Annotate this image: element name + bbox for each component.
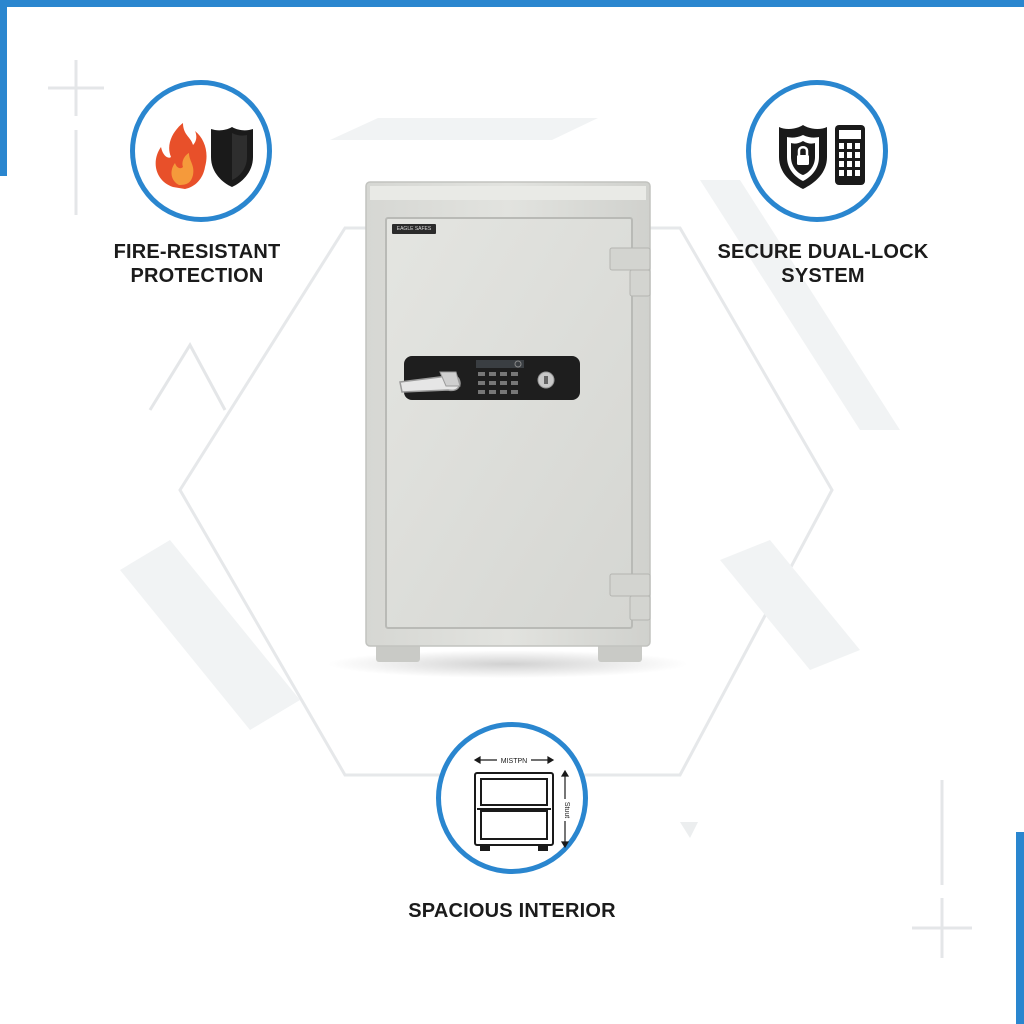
safe-hinge — [609, 573, 651, 597]
width-dimension-label: MISTPN — [501, 758, 527, 765]
safe-hinge — [629, 269, 651, 297]
background-shape — [720, 540, 860, 670]
height-dimension-label: Stuut — [563, 802, 570, 818]
spacious-interior-badge: MISTPN Stuut — [436, 722, 588, 874]
background-shape — [330, 118, 598, 140]
shield-lock-icon — [779, 125, 827, 189]
background-shape — [680, 822, 698, 838]
shield-icon — [211, 127, 253, 187]
spacious-interior-caption: SPACIOUS INTERIOR — [408, 900, 616, 922]
brand-plate: EAGLE SAFES — [392, 224, 436, 234]
flame-icon — [155, 123, 207, 189]
dual-lock-caption: SECURE DUAL-LOCK SYSTEM — [717, 241, 929, 287]
safe-top-edge — [370, 186, 646, 200]
background-shape — [700, 180, 900, 430]
background-hexagon — [178, 226, 834, 777]
fingerprint-sensor — [514, 360, 522, 368]
safe-door — [385, 217, 633, 629]
safe-hinge — [629, 595, 651, 621]
safe-foot — [376, 642, 420, 662]
dual-lock-badge — [746, 80, 888, 222]
fire-resistant-badge — [130, 80, 272, 222]
background-shape — [120, 540, 300, 730]
frame-top-accent — [0, 0, 1024, 7]
safe-hinge — [609, 247, 651, 271]
interior-dimensions-icon: MISTPN Stuut — [473, 755, 570, 851]
keypad-icon — [835, 125, 865, 185]
background-chevron — [148, 341, 227, 411]
safe-display — [476, 360, 524, 368]
fire-resistant-caption: FIRE-RESISTANT PROTECTION — [113, 241, 281, 287]
safe-foot — [598, 642, 642, 662]
frame-right-accent — [1016, 832, 1024, 1024]
frame-left-accent — [0, 0, 7, 176]
